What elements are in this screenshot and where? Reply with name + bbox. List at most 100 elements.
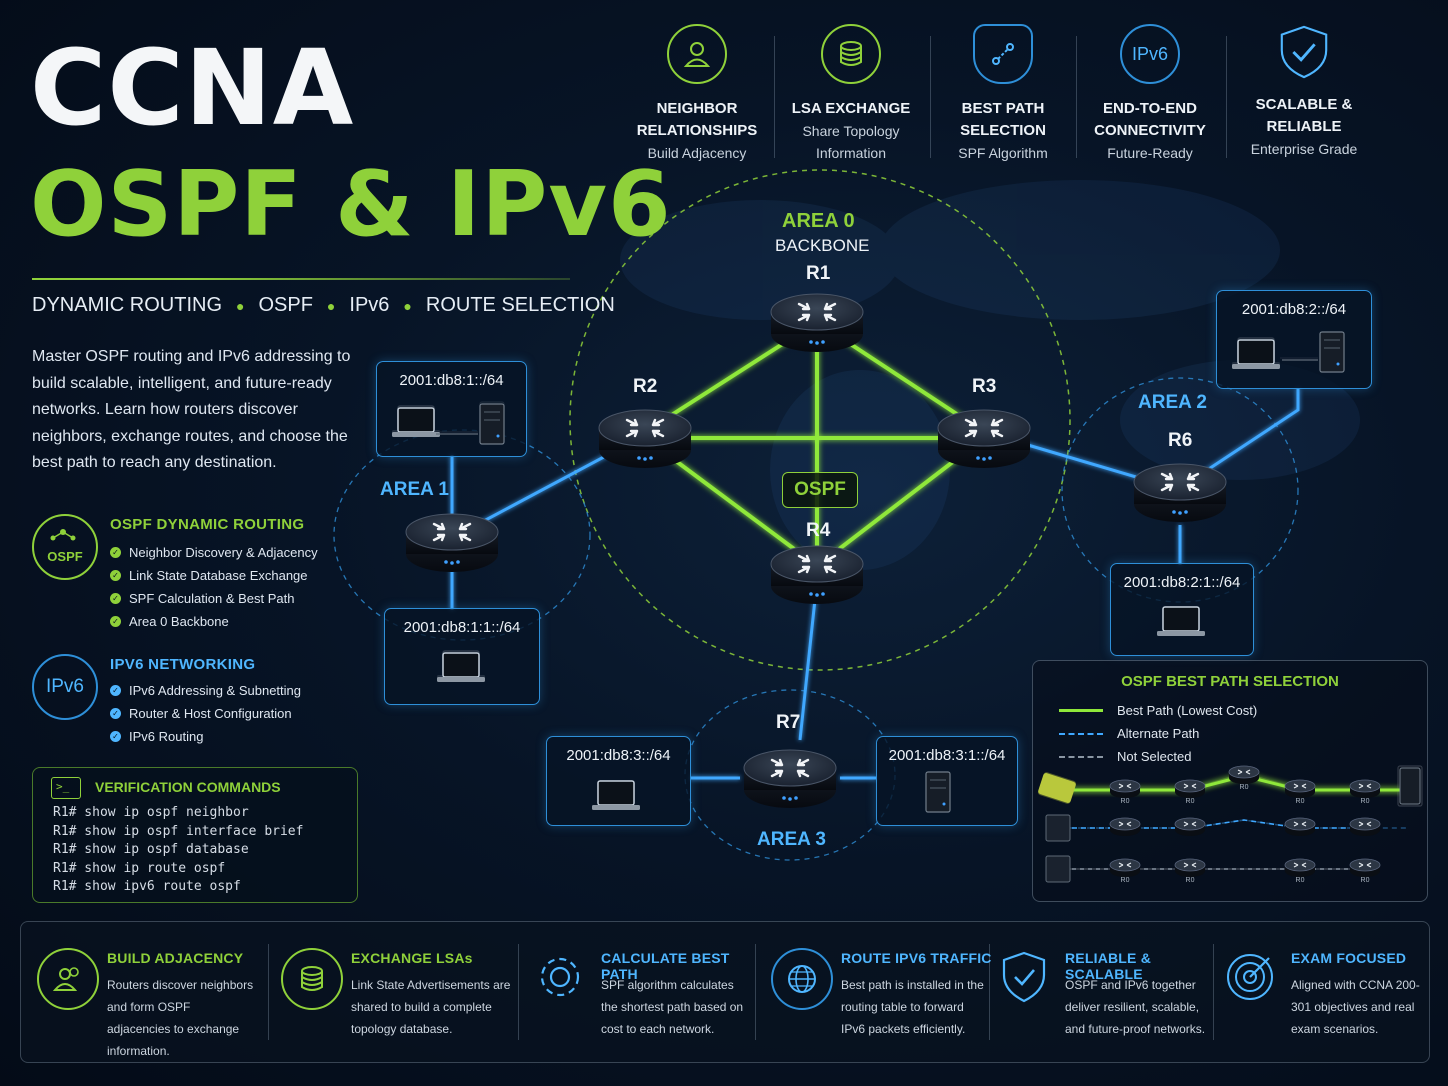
network-box-1: 2001:db8:1::/64 (376, 361, 527, 457)
list-item-text: Area 0 Backbone (129, 614, 229, 629)
terminal-icon: >_ (51, 777, 81, 799)
link-r4-r7 (798, 589, 818, 741)
feature-sub: Future-Ready (1107, 145, 1193, 161)
ospf-section-title: OSPF DYNAMIC ROUTING (110, 516, 305, 533)
target-icon (1221, 948, 1279, 1006)
intro-paragraph: Master OSPF routing and IPv6 addressing … (32, 348, 351, 472)
legend-text: Alternate Path (1117, 726, 1200, 741)
router-label-r6: R6 (1168, 430, 1193, 451)
router-label-r3: R3 (972, 376, 997, 397)
command-line: R1# show ip ospf database (53, 842, 249, 857)
list-item-text: SPF Calculation & Best Path (129, 591, 295, 606)
network-prefix: 2001:db8:1::/64 (399, 372, 504, 389)
router-label-r1: R1 (806, 263, 831, 284)
ipv6-badge: IPv6 (32, 654, 98, 720)
card-desc: Aligned with CCNA 200-301 objectives and… (1291, 978, 1420, 1036)
feature-sub-line: Information (815, 145, 887, 161)
feature-title-line: BEST PATH (961, 100, 1045, 117)
feature-title-line: SCALABLE & (1255, 96, 1353, 113)
ospf-tag: OSPF (782, 472, 858, 508)
card-title: BUILD ADJACENCY (107, 950, 244, 966)
bottom-feature-bar: BUILD ADJACENCY Routers discover neighbo… (20, 921, 1430, 1063)
divider (268, 944, 269, 1040)
divider (930, 36, 931, 158)
check-icon: ✓ (110, 708, 121, 719)
network-box-1b: 2001:db8:1:1::/64 (384, 608, 540, 705)
ipv6-section: IPv6 IPV6 NETWORKING ✓ IPv6 Addressing & … (32, 654, 362, 750)
card-desc: Link State Advertisements are shared to … (351, 978, 511, 1036)
bottom-card-best-path: CALCULATE BEST PATH SPF algorithm calcul… (515, 922, 755, 1062)
shield-icon (995, 948, 1053, 1006)
check-icon: ✓ (110, 570, 121, 581)
network-prefix: 2001:db8:3::/64 (566, 747, 671, 764)
check-icon: ✓ (110, 593, 121, 604)
best-path-legend: OSPF BEST PATH SELECTION Best Path (Lowe… (1032, 660, 1428, 902)
divider (1076, 36, 1077, 158)
title-divider (32, 278, 570, 280)
area0-label: AREA 0 (782, 210, 855, 232)
link-r6-n2 (1179, 388, 1300, 490)
ospf-section: OSPF OSPF DYNAMIC ROUTING ✓Neighbor Disc… (32, 514, 362, 629)
list-item-text: IPv6 Addressing & Subnetting (129, 683, 302, 698)
network-box-2b: 2001:db8:2:1::/64 (1110, 563, 1254, 656)
feature-title-line: RELATIONSHIPS (636, 122, 758, 139)
database-icon (281, 948, 343, 1010)
check-icon: ✓ (110, 685, 121, 696)
network-box-3: 2001:db8:3::/64 (546, 736, 691, 826)
tagline-item: DYNAMIC ROUTING (32, 294, 222, 316)
ipv6-section-title: IPV6 NETWORKING (110, 656, 256, 673)
network-prefix: 2001:db8:3:1::/64 (888, 747, 1006, 764)
network-prefix: 2001:db8:2::/64 (1241, 301, 1347, 318)
feature-title: NEIGHBOR RELATIONSHIPS (622, 98, 772, 142)
area1-label: AREA 1 (380, 479, 449, 500)
check-icon: ✓ (110, 616, 121, 627)
network-box-2: 2001:db8:2::/64 (1216, 290, 1372, 389)
bottom-card-route-ipv6: ROUTE IPV6 TRAFFIC Best path is installe… (755, 922, 995, 1062)
bottom-card-adjacency: BUILD ADJACENCY Routers discover neighbo… (21, 922, 261, 1062)
legend-line-alternate (1059, 732, 1103, 735)
legend-row-best: Best Path (Lowest Cost) (1059, 703, 1257, 718)
card-title: RELIABLE & SCALABLE (1065, 950, 1151, 982)
command-line: R1# show ipv6 route ospf (53, 879, 241, 894)
feature-title-line: RELIABLE (1266, 118, 1342, 135)
router-label-r7: R7 (776, 712, 801, 733)
card-title: EXCHANGE LSAs (351, 950, 473, 966)
feature-title: SCALABLE & RELIABLE (1229, 94, 1379, 138)
router-r7 (742, 748, 838, 810)
feature-title-line: CONNECTIVITY (1094, 122, 1206, 139)
network-node-icon (50, 529, 76, 541)
list-item: ✓IPv6 Routing (110, 725, 301, 748)
tagline-item: OSPF (258, 294, 313, 316)
area0-sub-label: BACKBONE (775, 236, 870, 255)
feature-title-line: NEIGHBOR (656, 100, 738, 117)
ospf-badge: OSPF (32, 514, 98, 580)
bullet-separator: ● (403, 297, 412, 314)
tagline-item: IPv6 (349, 294, 390, 316)
card-title: ROUTE IPV6 TRAFFIC (841, 950, 992, 966)
list-item-text: Router & Host Configuration (129, 706, 292, 721)
divider (755, 944, 756, 1040)
list-item: ✓ Area 0 Backbone (110, 610, 318, 633)
card-desc: OSPF and IPv6 together deliver resilient… (1065, 978, 1206, 1036)
route-icon (973, 24, 1033, 84)
feature-title-line: SELECTION (960, 122, 1046, 139)
feature-title: LSA EXCHANGE (791, 100, 911, 117)
network-box-3b: 2001:db8:3:1::/64 (876, 736, 1018, 826)
bottom-card-reliable: RELIABLE & SCALABLE OSPF and IPv6 togeth… (979, 922, 1219, 1062)
tagline: DYNAMIC ROUTING ● OSPF ● IPv6 ● ROUTE SE… (32, 294, 615, 317)
legend-line-best (1059, 709, 1103, 712)
list-item: ✓ Router & Host Configuration (110, 702, 301, 725)
area0-boundary (569, 169, 1071, 671)
users-icon (37, 948, 99, 1010)
page-title-line2: OSPF & IPv6 (30, 152, 672, 257)
feature-title-line: END-TO-END (1103, 100, 1197, 117)
router-r2 (597, 408, 693, 470)
tagline-item: ROUTE SELECTION (425, 294, 615, 316)
legend-row-not-selected: Not Selected (1059, 749, 1191, 764)
command-line: R1# show ip route ospf (53, 860, 226, 876)
router-r5 (404, 512, 500, 574)
